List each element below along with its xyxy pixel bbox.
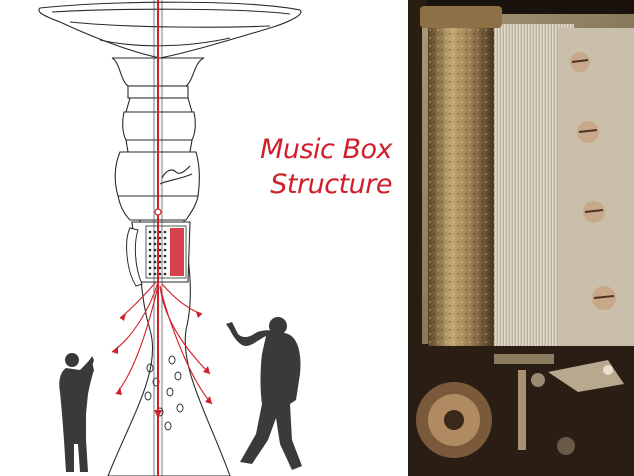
music-box-mechanism-image: [408, 0, 634, 476]
top-dish: [38, 1, 302, 59]
screw-icon: [570, 52, 616, 310]
governor-mechanism: [408, 346, 634, 476]
diagram-panel: Music Box Structure: [38, 0, 393, 476]
diagram-title-line-2: Structure: [270, 169, 392, 200]
music-box-structure-drawing: [38, 0, 302, 476]
arrow-icon: [112, 312, 212, 418]
speaker-grille: [145, 225, 187, 279]
diagram-title-line-1: Music Box: [260, 134, 392, 165]
person-silhouette: [59, 353, 94, 472]
person-silhouette: [226, 317, 302, 470]
music-box-photo: [408, 0, 634, 476]
side-clip: [126, 227, 143, 287]
